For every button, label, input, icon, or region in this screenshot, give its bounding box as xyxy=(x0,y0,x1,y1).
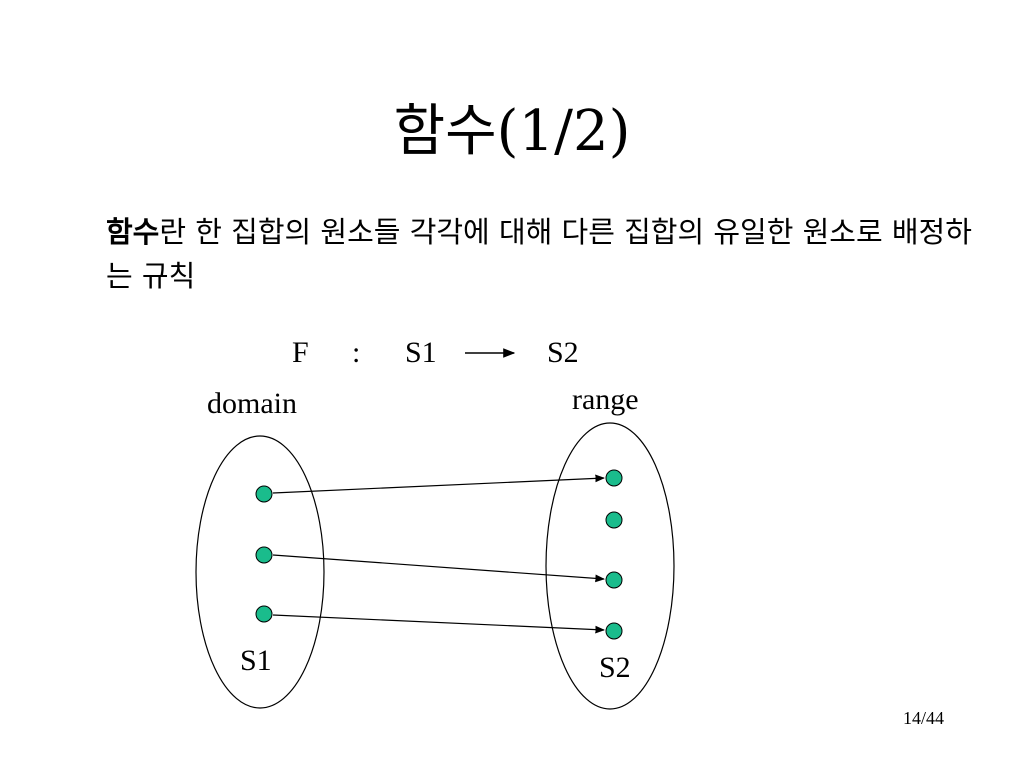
notation-colon: : xyxy=(352,336,360,369)
range-set-ellipse xyxy=(545,422,675,710)
function-name: F xyxy=(292,336,309,369)
range-element xyxy=(605,469,623,487)
range-element xyxy=(605,511,623,529)
definition-term: 함수 xyxy=(106,215,160,249)
mapping-arrow-2 xyxy=(272,554,605,583)
domain-element xyxy=(255,546,273,564)
mapping-arrow-1 xyxy=(272,474,605,494)
domain-element xyxy=(255,605,273,623)
range-element xyxy=(605,571,623,589)
range-set-name: S2 xyxy=(599,651,631,684)
notation-source-set: S1 xyxy=(405,336,437,369)
domain-set-name: S1 xyxy=(240,644,272,677)
slide-page-number: 14/44 xyxy=(902,708,944,728)
domain-label: domain xyxy=(207,387,297,420)
mapping-arrow-3 xyxy=(272,614,605,634)
range-label: range xyxy=(572,383,639,416)
definition-paragraph: 함수란 한 집합의 원소들 각각에 대해 다른 집합의 유일한 원소로 배정하는… xyxy=(106,210,976,298)
definition-text: 란 한 집합의 원소들 각각에 대해 다른 집합의 유일한 원소로 배정하는 규… xyxy=(106,215,972,293)
title-korean: 함수 xyxy=(393,99,497,164)
range-element xyxy=(605,622,623,640)
domain-element xyxy=(255,485,273,503)
notation-target-set: S2 xyxy=(547,336,579,369)
slide-title: 함수(1/2) xyxy=(0,96,1024,168)
domain-set-ellipse xyxy=(195,435,325,709)
title-suffix: (1/2) xyxy=(496,99,631,164)
